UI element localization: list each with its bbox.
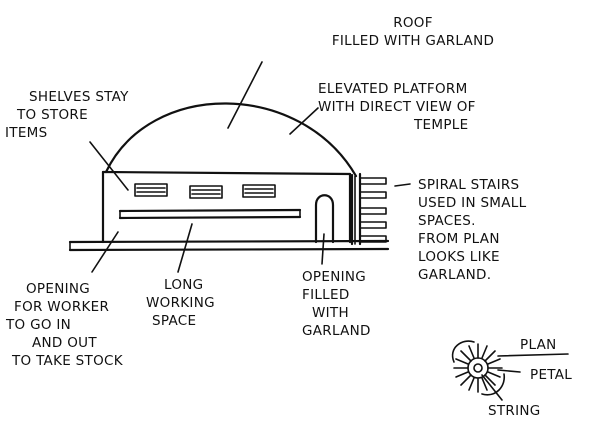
working-counter [120,210,300,218]
label-shelves: SHELVES STAY TO STORE ITEMS [5,88,129,142]
label-plan: PLAN [520,336,557,354]
label-roof: ROOF FILLED WITH GARLAND [278,14,548,50]
plan-flower-icon [453,341,505,395]
label-spiral-stairs: SPIRAL STAIRS USED IN SMALL SPACES. FROM… [418,176,526,284]
label-petal: PETAL [530,366,572,384]
label-elevated-platform: ELEVATED PLATFORM WITH DIRECT VIEW OF TE… [318,80,476,134]
label-string: STRING [488,402,541,420]
spiral-stairs [352,174,386,244]
building-body [103,172,350,242]
label-opening-garland: OPENING FILLED WITH GARLAND [302,268,371,340]
base-platform [70,241,388,250]
shelves [135,184,275,198]
label-working-space: LONG WORKING SPACE [146,276,215,330]
label-opening-worker: OPENING FOR WORKER TO GO IN AND OUT TO T… [6,280,123,370]
